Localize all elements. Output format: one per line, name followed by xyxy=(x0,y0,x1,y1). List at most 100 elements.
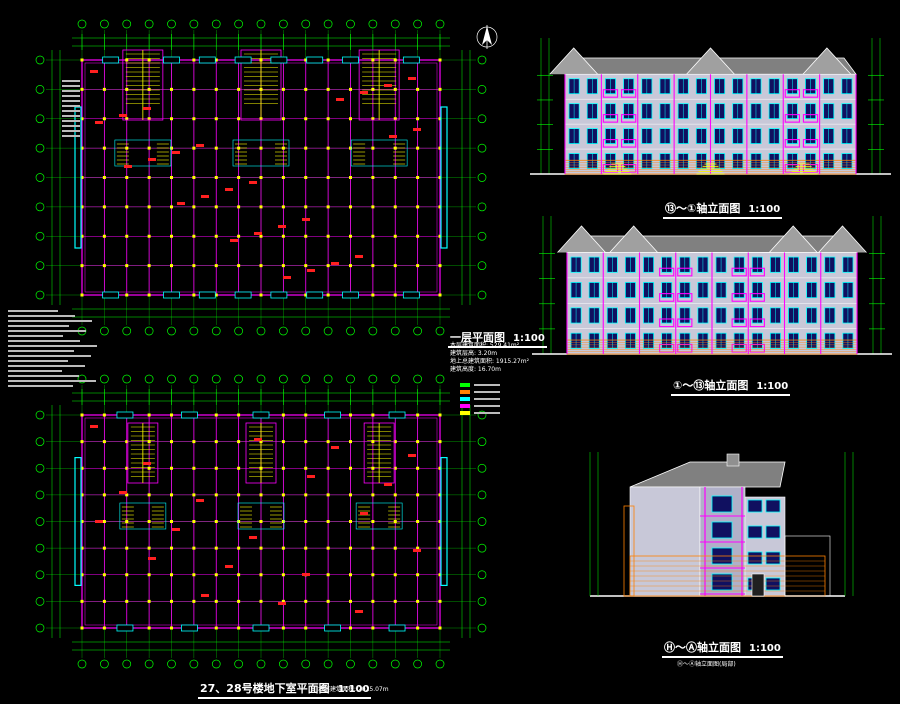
balcony xyxy=(802,139,819,148)
column xyxy=(438,599,442,603)
grid-bubble xyxy=(167,374,176,384)
column xyxy=(147,205,151,209)
column xyxy=(393,205,397,209)
column xyxy=(438,440,442,444)
grid-bubble xyxy=(477,114,487,124)
note-line xyxy=(62,100,80,102)
column xyxy=(170,413,173,417)
grid-bubble xyxy=(477,517,487,526)
column xyxy=(304,87,308,91)
grid-bubble xyxy=(256,374,266,384)
column xyxy=(170,599,173,603)
column xyxy=(214,599,218,603)
column xyxy=(393,573,397,577)
balcony xyxy=(621,89,637,98)
grid-bubble xyxy=(35,543,45,553)
column xyxy=(237,493,241,497)
grid-bubble xyxy=(77,659,87,669)
room-tag xyxy=(254,438,262,441)
column xyxy=(259,493,263,497)
grid-bubble xyxy=(211,659,221,669)
room-tag xyxy=(413,128,421,131)
side-glazing xyxy=(440,457,448,587)
elevation-front-scale: 1:100 xyxy=(748,204,781,215)
column xyxy=(237,117,241,121)
room-fixture xyxy=(355,502,403,530)
grid-bubble xyxy=(35,463,45,473)
column xyxy=(416,599,420,603)
room-fixture xyxy=(237,502,285,530)
balcony xyxy=(802,114,819,123)
room-tag xyxy=(384,483,392,486)
balcony xyxy=(677,267,693,277)
grid-bubble xyxy=(100,374,109,384)
column xyxy=(304,466,308,470)
grid-bubble xyxy=(35,173,45,182)
column xyxy=(214,520,218,523)
column xyxy=(192,117,196,121)
room-tag xyxy=(90,425,98,428)
grid-bubble xyxy=(477,437,487,446)
column xyxy=(393,440,397,444)
column xyxy=(192,573,196,577)
column xyxy=(438,87,442,91)
column xyxy=(416,626,420,630)
column xyxy=(170,573,173,577)
column xyxy=(281,264,285,268)
column xyxy=(304,546,308,550)
column xyxy=(170,146,173,150)
column xyxy=(170,234,173,238)
column xyxy=(416,413,420,417)
elevation-side-title-text: Ⓗ～Ⓐ轴立面图 xyxy=(664,641,741,654)
column xyxy=(393,58,397,62)
column xyxy=(281,205,285,209)
column xyxy=(304,146,308,150)
column xyxy=(102,205,106,209)
window xyxy=(252,411,270,419)
column xyxy=(125,546,129,550)
column xyxy=(349,413,352,417)
column xyxy=(281,493,285,497)
legend-text-line xyxy=(474,398,500,400)
window xyxy=(234,56,252,64)
column xyxy=(192,58,196,62)
column xyxy=(237,205,241,209)
grid-bubble xyxy=(167,659,176,669)
room-tag xyxy=(124,165,132,168)
column xyxy=(416,520,420,523)
column xyxy=(393,87,397,91)
balcony xyxy=(731,293,747,302)
grid-bubble xyxy=(35,231,45,241)
grid-bubble xyxy=(477,490,487,500)
column xyxy=(371,205,375,209)
column xyxy=(259,264,263,268)
room-tag xyxy=(307,475,315,478)
facade-window xyxy=(765,551,781,565)
room-tag xyxy=(95,121,103,124)
column xyxy=(416,546,420,550)
balcony xyxy=(659,267,675,277)
column xyxy=(304,440,308,444)
column xyxy=(147,58,151,62)
column xyxy=(349,176,352,179)
grid-bubble xyxy=(279,659,288,669)
window xyxy=(180,624,198,632)
column xyxy=(304,234,308,238)
grid-bubble xyxy=(477,173,487,182)
column xyxy=(214,573,218,577)
column xyxy=(349,573,352,577)
column xyxy=(102,466,106,470)
room-tag xyxy=(119,491,127,494)
balcony xyxy=(802,163,819,173)
column xyxy=(214,440,218,444)
column xyxy=(80,466,84,470)
column xyxy=(326,87,330,91)
note-line xyxy=(62,95,80,97)
column xyxy=(259,205,263,209)
window xyxy=(163,56,180,64)
column xyxy=(192,293,196,297)
gable xyxy=(768,225,818,253)
balcony xyxy=(621,139,637,148)
